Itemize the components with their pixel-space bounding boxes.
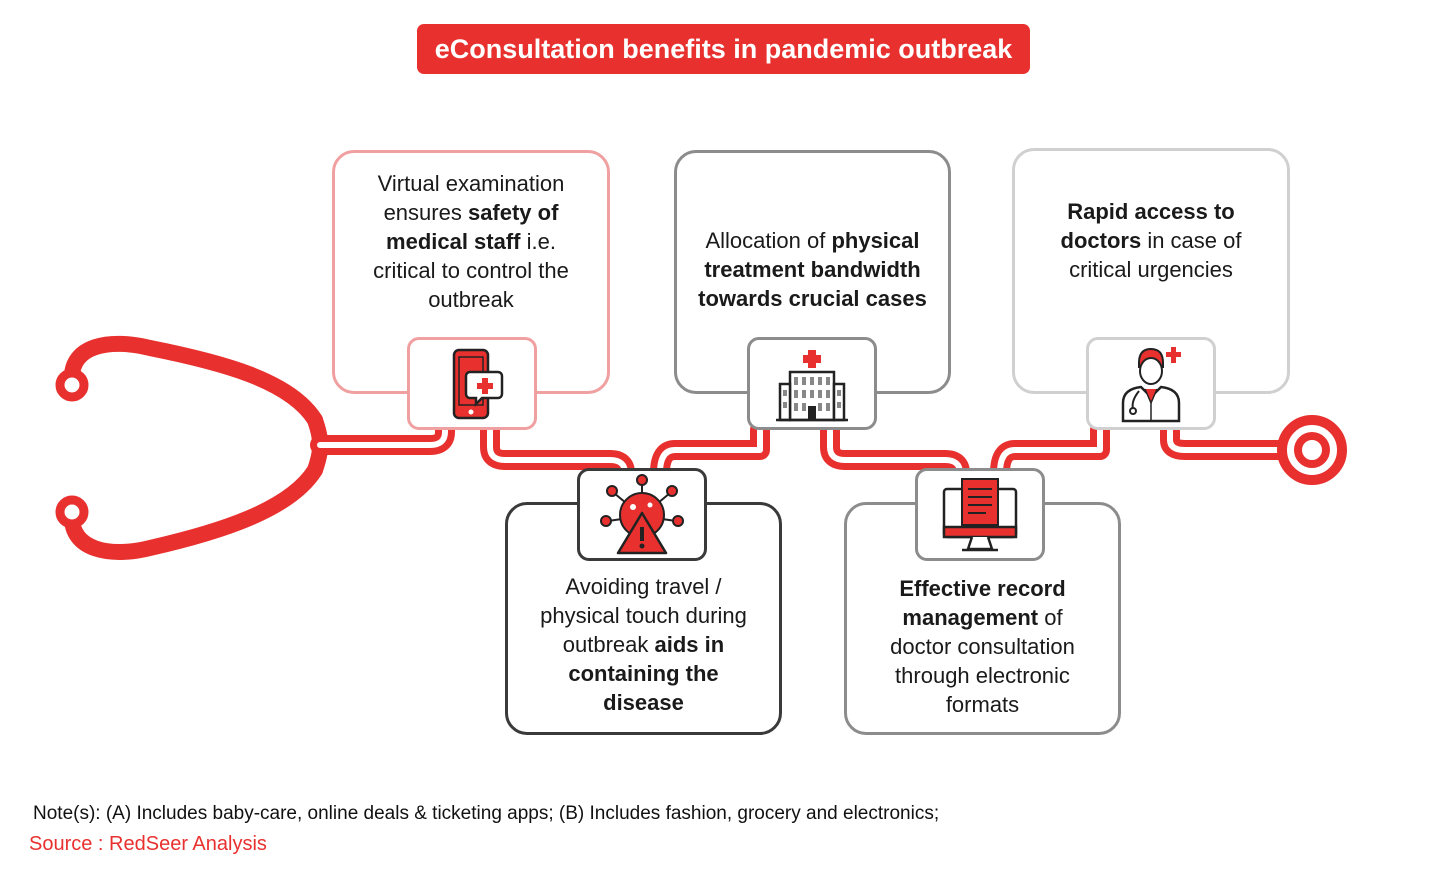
card-text-bold: physical treatment bandwidth towards cru…: [698, 227, 927, 311]
icon-box-records: [915, 468, 1045, 561]
icon-box-access: [1086, 337, 1216, 430]
card-text: Effective record management of doctor co…: [869, 574, 1096, 719]
card-text-run: Virtual examination ensures: [377, 170, 565, 225]
mobile-medical-icon: [452, 348, 504, 419]
card-text-bold: aids in containing the disease: [568, 632, 725, 715]
virus-warning-icon: [600, 473, 684, 554]
doctor-icon: [1121, 346, 1181, 422]
source-text: Source : RedSeer Analysis: [29, 833, 267, 855]
computer-record-icon: [942, 477, 1018, 551]
card-text-run: i.e. critical to control the outbreak: [373, 228, 569, 312]
card-text-bold: Effective record management: [899, 576, 1066, 630]
note-text: Note(s): (A) Includes baby-care, online …: [33, 803, 940, 824]
hospital-icon: [776, 349, 848, 421]
card-text-bold: Rapid access to doctors: [1060, 198, 1235, 253]
card-allocation: Allocation of physical treatment bandwid…: [674, 150, 951, 394]
card-text-run: in case of critical urgencies: [1069, 227, 1242, 282]
card-text: Allocation of physical treatment bandwid…: [697, 226, 928, 313]
card-text-bold: safety of medical staff: [386, 199, 559, 254]
card-safety: Virtual examination ensures safety of me…: [332, 150, 610, 394]
card-text-run: of doctor consultation through electroni…: [890, 605, 1075, 717]
icon-box-allocation: [747, 337, 877, 430]
card-text: Avoiding travel / physical touch during …: [530, 572, 757, 717]
card-text-run: Avoiding travel / physical touch during …: [540, 574, 747, 657]
card-text: Virtual examination ensures safety of me…: [357, 169, 585, 314]
card-text-run: Allocation of: [705, 227, 832, 253]
icon-box-safety: [407, 337, 537, 430]
card-text: Rapid access to doctors in case of criti…: [1037, 197, 1265, 284]
page-title: eConsultation benefits in pandemic outbr…: [417, 24, 1030, 74]
icon-box-travel: [577, 468, 707, 561]
